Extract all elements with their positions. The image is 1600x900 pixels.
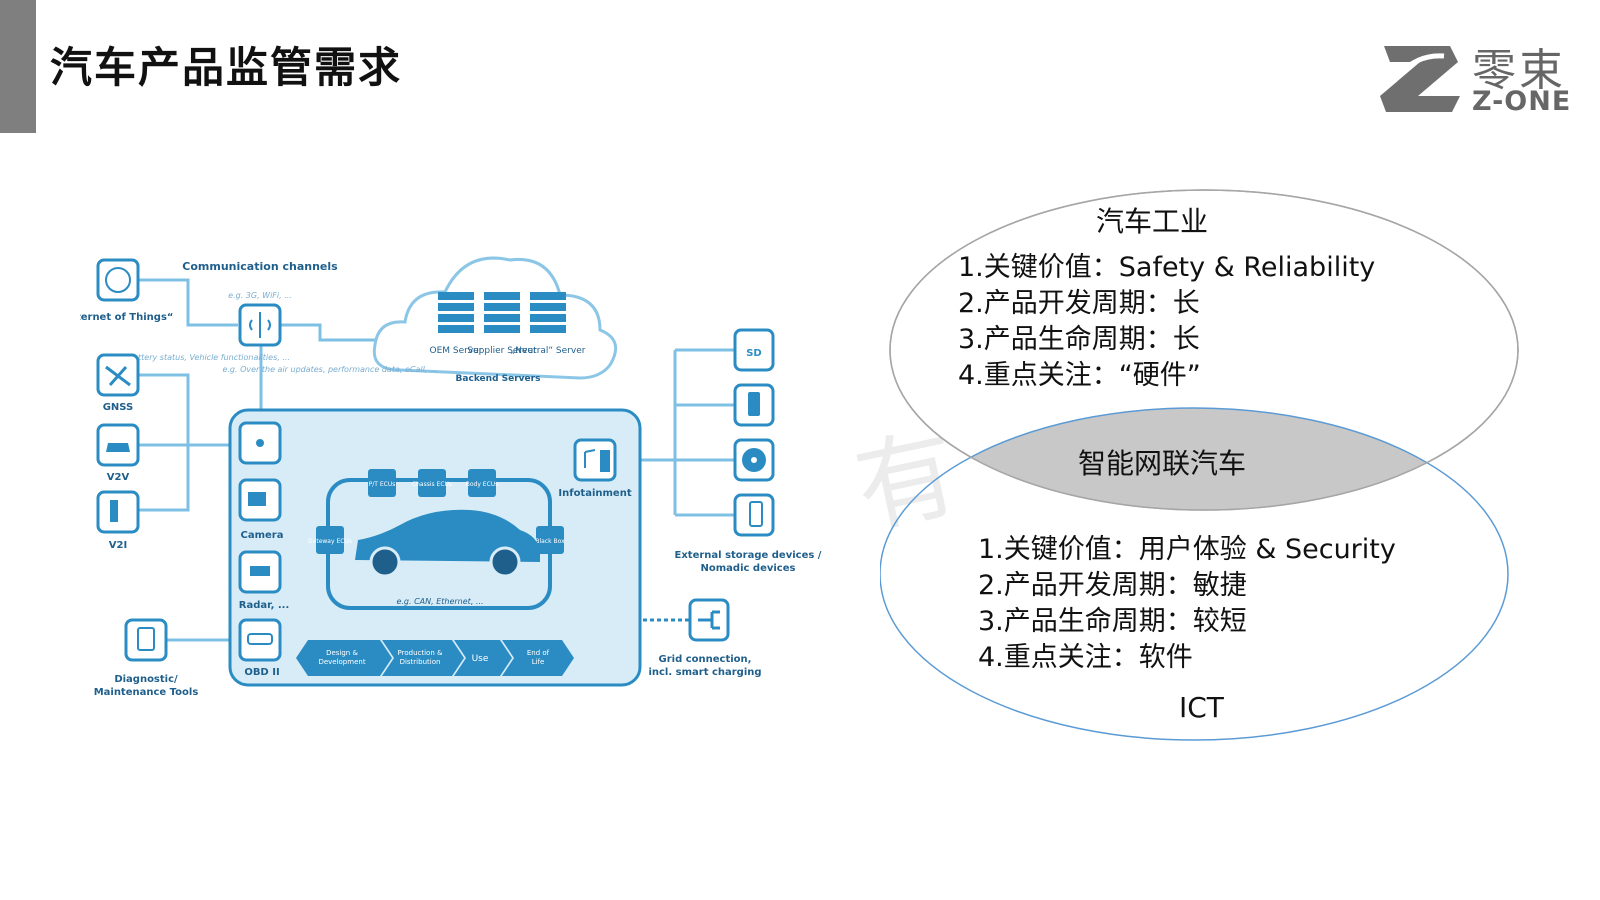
oem-server-label: OEM Server [430,346,483,356]
logo-cn-text: 零束 [1472,45,1566,96]
lifecycle-design [296,640,392,676]
ecu-body-label: Body ECUs [466,481,499,488]
comm-channels-label: Communication channels [182,260,338,273]
backend-servers-label: Backend Servers [456,374,541,384]
venn-diagram: 汽车工业 1.关键价值：Safety & Reliability 2.产品开发周… [880,186,1540,761]
vehicle-connectivity-diagram: OEM Server Supplier Server „Neutral“ Ser… [59,240,860,720]
gateway-ecu-label: Gateway ECUs [308,538,352,545]
slide-title: 汽车产品监管需求 [50,43,403,92]
industry-list: 1.关键价值：Safety & Reliability 2.产品开发周期：长 3… [958,250,1375,394]
smartphone-icon [733,493,775,537]
overlap-title: 智能网联汽车 [1078,447,1247,480]
lifecycle-production [382,640,464,676]
obd-label: OBD II [244,667,279,678]
ecu-body-chip [468,469,496,497]
ota-eg: e.g. Over the air updates, performance d… [222,365,437,374]
ict-item: 2.产品开发周期：敏捷 [978,570,1247,601]
diagnostic-tool-icon [124,618,168,662]
diagnostic-label: Diagnostic/Maintenance Tools [94,674,199,698]
black-box-label: Black Box [535,538,565,545]
ecu-chassis-label: Chassis ECUs [412,481,452,488]
ecu-pt-chip [368,469,396,497]
lifecycle-design-label: Design &Development [318,649,365,666]
industry-item: 2.产品开发周期：长 [958,288,1200,319]
ecu-chassis-chip [418,469,446,497]
iot-label: „Internet of Things“ [80,312,173,323]
black-box-chip [536,526,564,554]
comm-channels-eg: e.g. 3G, WiFi, ... [228,291,292,300]
ict-list: 1.关键价值：用户体验 & Security 2.产品开发周期：敏捷 3.产品生… [978,532,1396,676]
industry-item: 3.产品生命周期：长 [958,324,1200,355]
car-silhouette-icon [355,509,540,562]
industry-title: 汽车工业 [1096,205,1209,238]
gateway-ecu-chip [316,526,344,554]
radar-label: Radar, ... [239,600,290,611]
sd-card-icon [733,328,775,372]
globe-icon [96,258,140,302]
obd-port-icon [238,618,282,662]
grid-label: Grid connection,incl. smart charging [648,654,761,678]
sd-label: SD [746,348,762,359]
ict-title: ICT [1179,691,1224,724]
ict-item: 4.重点关注：软件 [978,642,1193,673]
zone-logo: 零束 Z-ONE [1378,34,1578,118]
lifecycle-use [454,640,512,676]
bus-eg-label: e.g. CAN, Ethernet, ... [396,597,483,606]
ecu-pt-label: P/T ECUs [369,481,396,488]
neutral-server-label: „Neutral“ Server [511,346,586,356]
v2v-label: V2V [107,472,130,483]
ict-item: 3.产品生命周期：较短 [978,606,1247,637]
side-accent-bar [0,0,36,133]
ict-ellipse [880,407,1509,741]
lifecycle-production-label: Production &Distribution [398,649,443,666]
v2i-label: V2I [109,540,127,551]
gnss-label: GNSS [103,402,134,413]
industry-item: 1.关键价值：Safety & Reliability [958,252,1376,283]
lifecycle-use-label: Use [472,654,489,664]
supplier-server-label: Supplier Server [467,346,537,356]
industry-item: 4.重点关注：“硬件” [958,360,1201,391]
logo-en-text: Z-ONE [1472,86,1572,117]
external-storage-label: External storage devices /Nomadic device… [675,550,822,574]
lifecycle-end [502,640,574,676]
infotainment-label: Infotainment [558,488,631,499]
iot-eg: e.g. Battery status, Vehicle functionali… [110,353,290,362]
ict-item: 1.关键价值：用户体验 & Security [978,534,1396,565]
z-mark-icon [1380,46,1460,112]
camera-label: Camera [241,530,284,541]
